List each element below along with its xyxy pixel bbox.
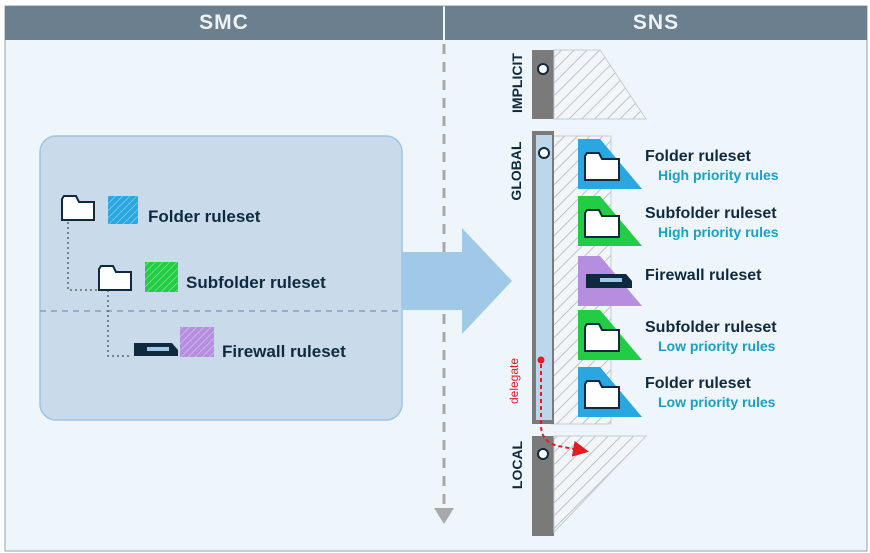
rule-label-5: Folder ruleset (645, 375, 751, 392)
rule-sublabel-4: Low priority rules (658, 338, 776, 354)
local-bar (532, 436, 554, 536)
delegate-dot (537, 356, 545, 364)
smc-header: SMC (5, 6, 443, 40)
rule-sublabel-5: Low priority rules (658, 394, 776, 410)
rule-folder-icon-5 (584, 380, 620, 409)
rule-label-2: Subfolder ruleset (645, 205, 777, 222)
rule-sublabel-2: High priority rules (658, 224, 779, 240)
tree-label-subfolder: Subfolder ruleset (186, 273, 326, 292)
tree-folder-icon-2 (98, 265, 132, 291)
delegate-label: delegate (507, 357, 521, 405)
implicit-node (537, 63, 549, 75)
tree-connectors (67, 222, 131, 357)
section-label-local: LOCAL (509, 440, 525, 490)
implicit-bar (532, 50, 554, 119)
tree-firewall-icon (134, 343, 178, 356)
rule-sublabel-1: High priority rules (658, 167, 779, 183)
global-node (538, 147, 550, 159)
rule-folder-icon-1 (584, 152, 620, 181)
tree-swatch-hatch-3 (180, 327, 214, 357)
local-node (537, 448, 549, 460)
divider-arrowhead (434, 508, 454, 524)
tree-label-folder: Folder ruleset (148, 207, 261, 226)
section-label-global: GLOBAL (508, 141, 524, 201)
rule-folder-icon-2 (584, 209, 620, 238)
local-wedge (553, 435, 648, 534)
rule-label-3: Firewall ruleset (645, 267, 762, 284)
tree-folder-icon-1 (61, 195, 95, 221)
tree-swatch-hatch-2 (145, 262, 178, 292)
rule-label-1: Folder ruleset (645, 148, 751, 165)
section-label-implicit: IMPLICIT (509, 53, 525, 113)
tree-label-firewall: Firewall ruleset (222, 342, 346, 361)
global-bar-inner (536, 135, 552, 420)
implicit-wedge (553, 49, 647, 120)
tree-swatch-hatch-1 (108, 196, 138, 224)
sns-header: SNS (445, 6, 867, 40)
rule-firewall-slot-3 (600, 278, 622, 282)
rule-folder-icon-4 (584, 323, 620, 352)
rule-label-4: Subfolder ruleset (645, 319, 777, 336)
sns-rule-rows (578, 139, 642, 417)
push-arrow (402, 228, 512, 334)
